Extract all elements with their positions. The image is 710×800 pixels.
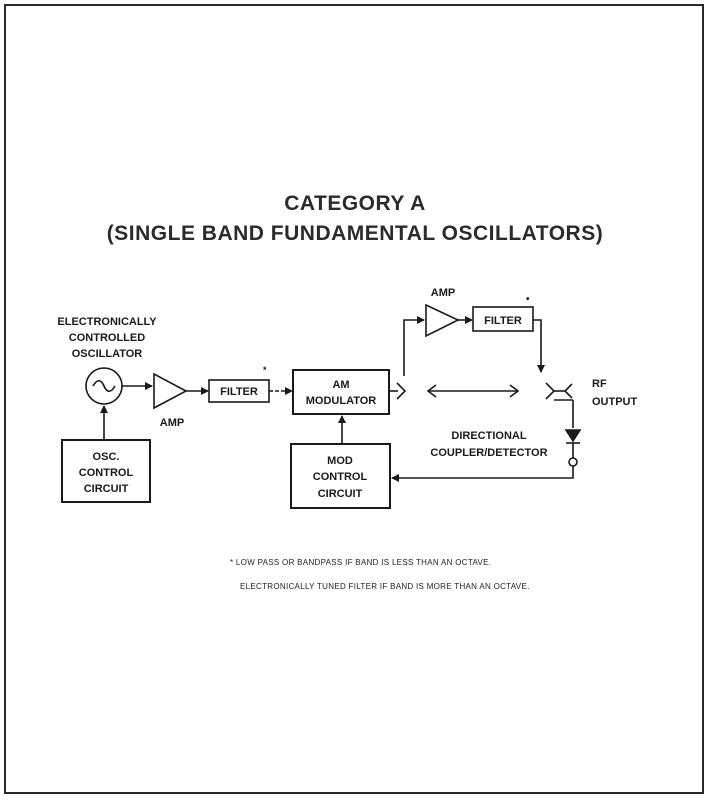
upper-amp-triangle xyxy=(425,303,460,338)
am-modulator-label-line1: AM xyxy=(332,379,349,391)
rf-output-connector xyxy=(563,383,573,399)
upper-filter-box xyxy=(472,306,534,332)
switch-to-upper-amp-line xyxy=(403,316,425,376)
footnote-line1: * LOW PASS OR BANDPASS IF BAND IS LESS T… xyxy=(230,558,492,567)
osc-control-label-line3: CIRCUIT xyxy=(84,483,129,495)
osc-control-label-line1: OSC. xyxy=(93,451,120,463)
sine-wave-icon xyxy=(92,379,116,393)
bypass-arrowhead-left xyxy=(426,384,437,398)
detector-to-mod-control-line xyxy=(391,466,574,482)
coupler-label-line1: DIRECTIONAL xyxy=(451,430,526,442)
diagram-subtitle: (SINGLE BAND FUNDAMENTAL OSCILLATORS) xyxy=(106,222,604,245)
upper-filter-label: FILTER xyxy=(484,315,522,327)
mod-control-label-line3: CIRCUIT xyxy=(318,488,363,500)
coupler-label-line2: COUPLER/DETECTOR xyxy=(430,447,547,459)
am-modulator-label-line2: MODULATOR xyxy=(306,395,377,407)
upper-filter-dot: • xyxy=(526,294,530,305)
diagram-title: CATEGORY A xyxy=(284,192,426,215)
am-modulator-box xyxy=(292,369,390,415)
upper-filter-to-output-line xyxy=(533,319,545,373)
osc-control-circuit-box xyxy=(61,439,151,503)
mod-control-circuit-box xyxy=(290,443,391,509)
right-switch-connector xyxy=(545,382,556,400)
amp-triangle xyxy=(153,372,188,410)
amp-label: AMP xyxy=(160,417,184,429)
mod-control-label-line1: MOD xyxy=(327,455,353,467)
filter-asterisk: * xyxy=(263,365,267,375)
eco-label-line2: CONTROLLED xyxy=(69,332,145,344)
footnote-line2: ELECTRONICALLY TUNED FILTER IF BAND IS M… xyxy=(240,582,530,591)
upper-amp-label: AMP xyxy=(431,287,455,299)
filter-label: FILTER xyxy=(220,386,258,398)
eco-label-line1: ELECTRONICALLY xyxy=(57,316,157,328)
bypass-arrowhead-right xyxy=(509,384,520,398)
left-switch-connector xyxy=(396,382,407,400)
rf-output-label-line2: OUTPUT xyxy=(592,396,638,408)
rf-output-label-line1: RF xyxy=(592,378,607,390)
eco-label-line3: OSCILLATOR xyxy=(72,348,143,360)
figure-border xyxy=(4,4,704,794)
detector-terminal xyxy=(568,457,578,467)
detector-diode-icon xyxy=(564,429,582,443)
osc-control-label-line2: CONTROL xyxy=(79,467,134,479)
mod-control-label-line2: CONTROL xyxy=(313,471,368,483)
